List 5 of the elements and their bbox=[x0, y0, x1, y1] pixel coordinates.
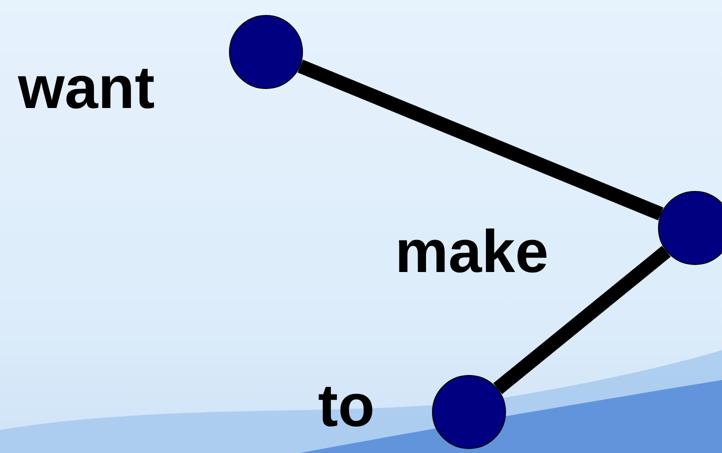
word-label: want bbox=[18, 58, 155, 118]
word-label: make bbox=[395, 222, 548, 282]
connector-line bbox=[298, 60, 664, 220]
connector-line bbox=[493, 246, 671, 394]
word-label: to bbox=[318, 376, 375, 436]
